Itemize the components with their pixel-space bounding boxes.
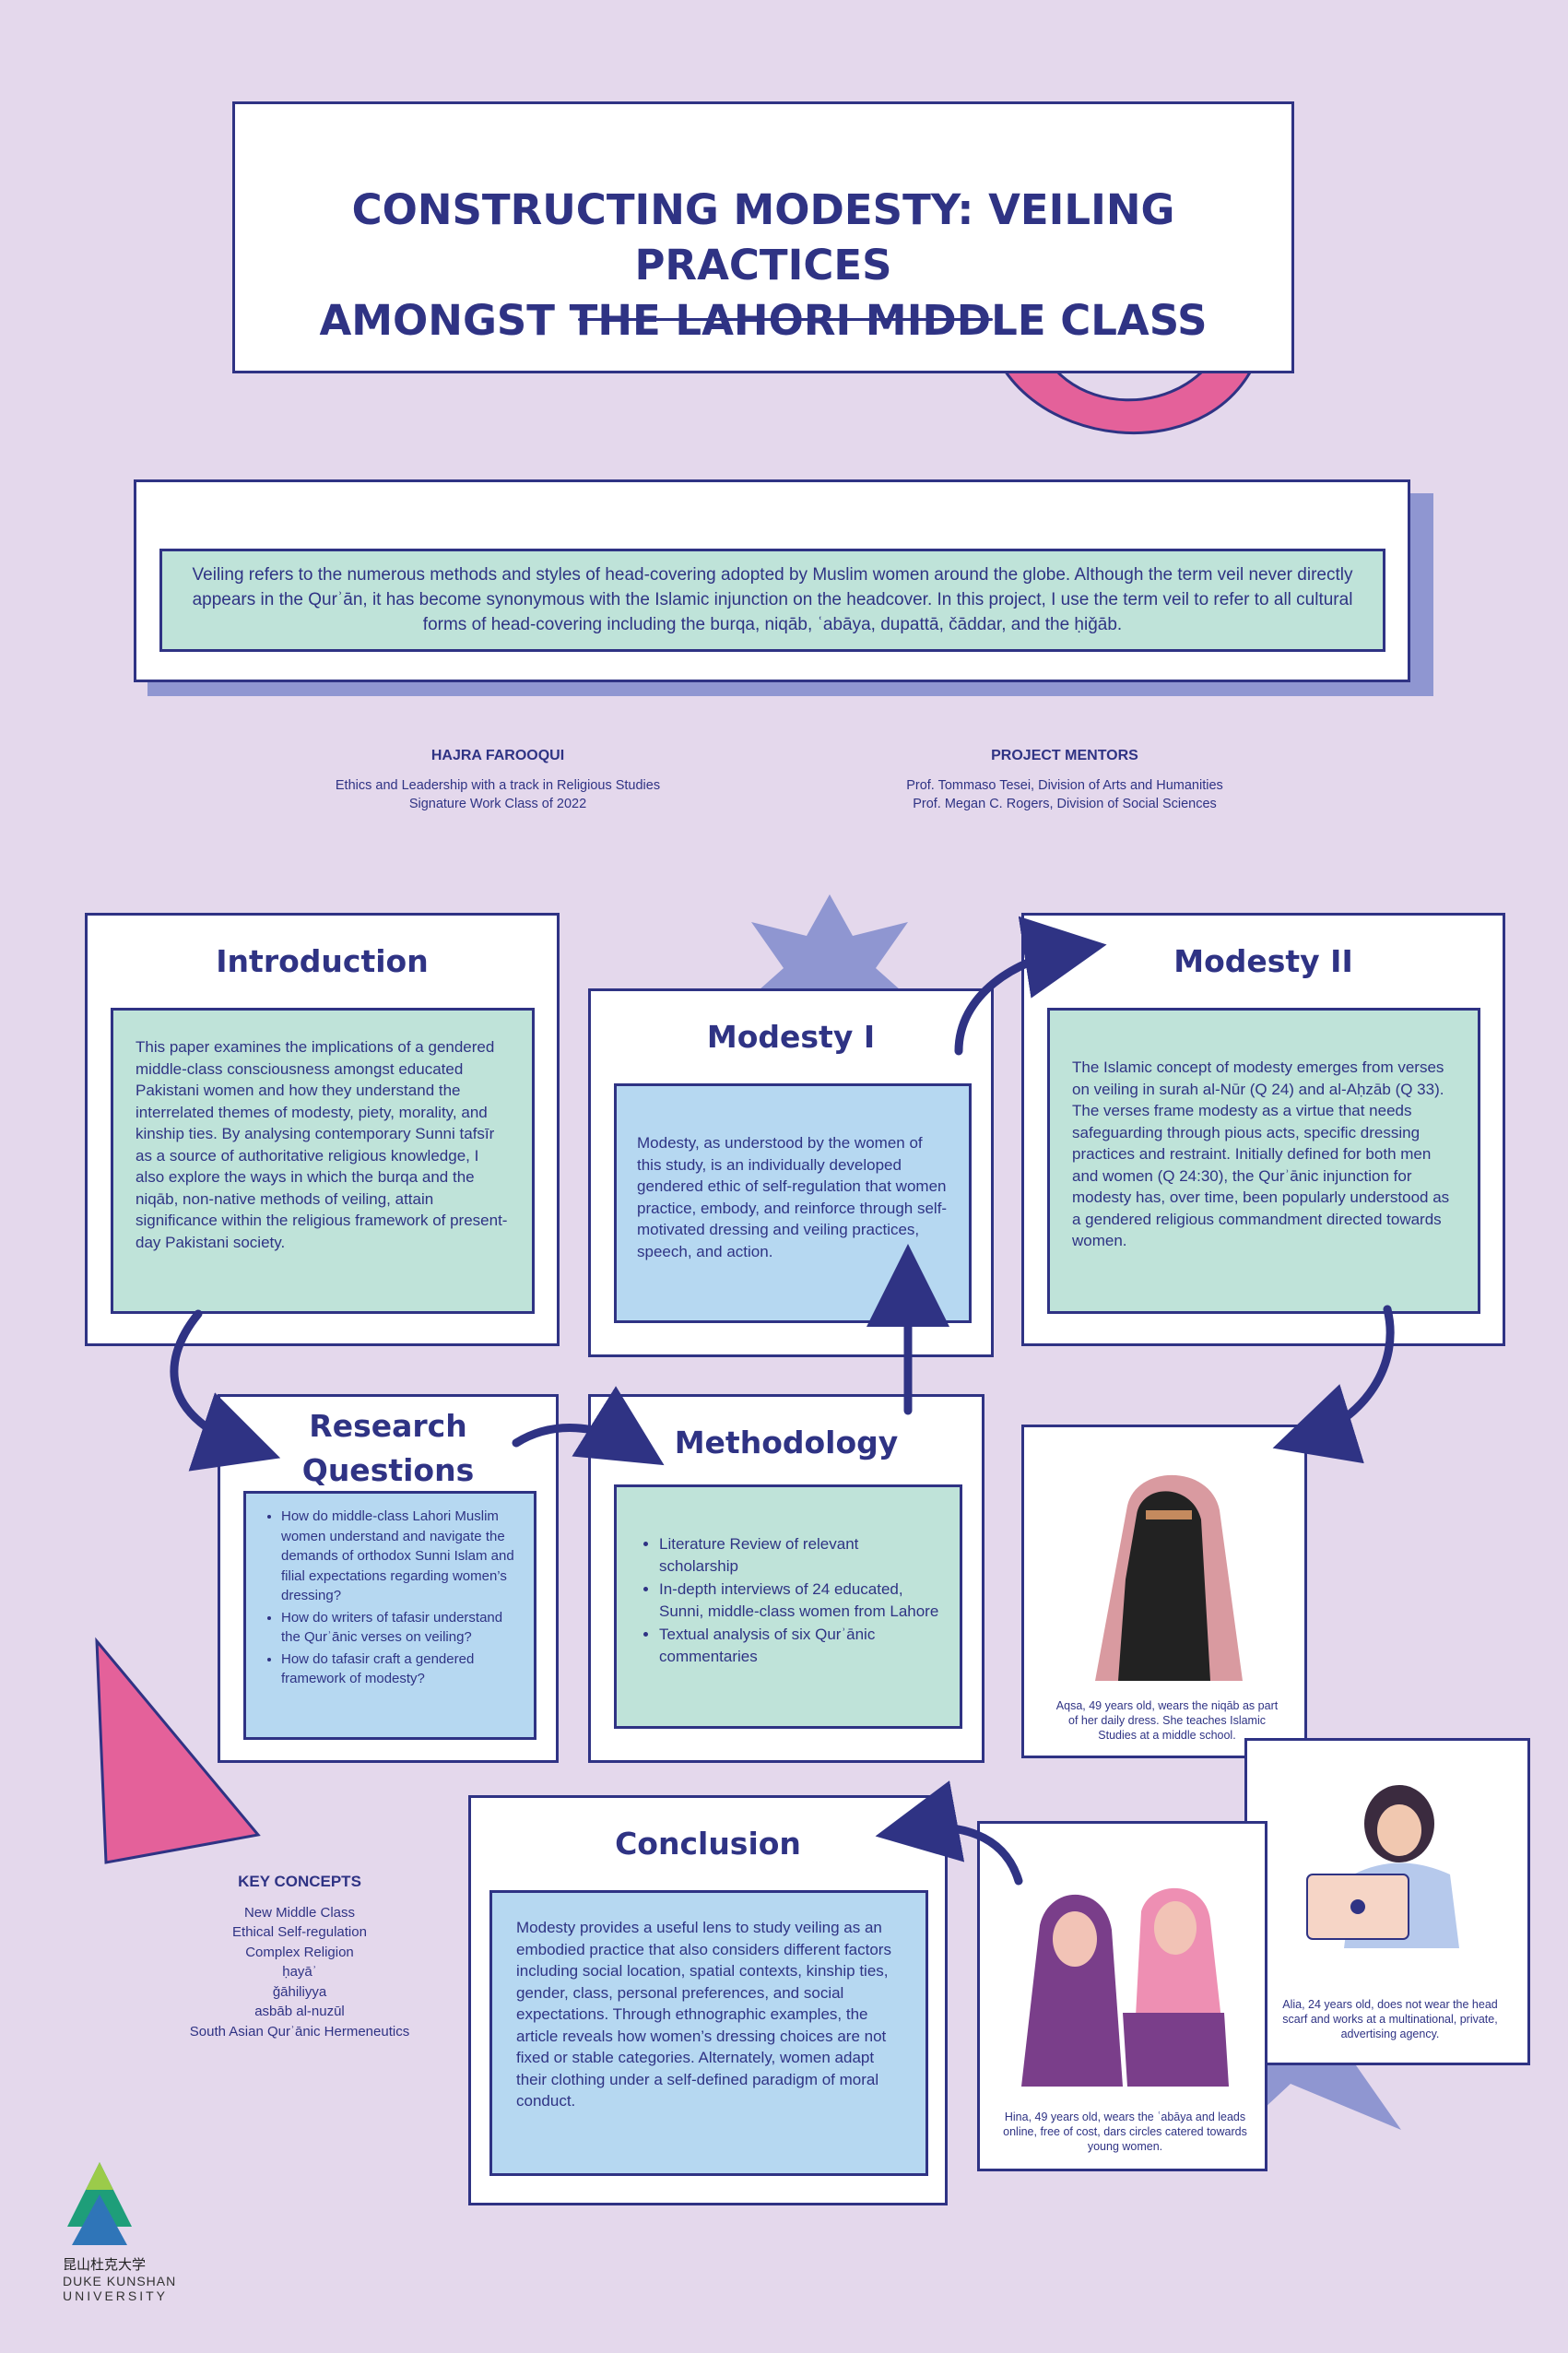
title-card: CONSTRUCTING MODESTY: VEILING PRACTICES … xyxy=(232,101,1294,373)
title-line-2: AMONGST THE LAHORI MIDDLE CLASS xyxy=(319,296,1208,345)
author-block: HAJRA FAROOQUI Ethics and Leadership wit… xyxy=(230,747,765,813)
introduction-text-box: This paper examines the implications of … xyxy=(111,1008,535,1314)
research-list: How do middle-class Lahori Muslim women … xyxy=(259,1507,521,1689)
methodology-list: Literature Review of relevant scholarshi… xyxy=(637,1533,939,1667)
research-text-box: How do middle-class Lahori Muslim women … xyxy=(243,1491,536,1740)
modesty1-text-box: Modesty, as understood by the women of t… xyxy=(614,1083,972,1323)
hina-photo-card: Hina, 49 years old, wears the ʿabāya and… xyxy=(977,1821,1267,2171)
conclusion-text: Modesty provides a useful lens to study … xyxy=(516,1919,891,2110)
alia-photo-card: Alia, 24 years old, does not wear the he… xyxy=(1244,1738,1530,2065)
methodology-item: Literature Review of relevant scholarshi… xyxy=(659,1533,939,1577)
mountain-logo-icon xyxy=(67,2162,132,2245)
aqsa-illustration xyxy=(1095,1474,1243,1681)
conclusion-heading: Conclusion xyxy=(615,1826,801,1862)
research-heading-line-1: Research xyxy=(309,1408,467,1444)
logo-line-2: UNIVERSITY xyxy=(63,2288,169,2303)
author-program: Ethics and Leadership with a track in Re… xyxy=(335,778,661,793)
alia-illustration xyxy=(1306,1785,1459,1948)
alia-caption: Alia, 24 years old, does not wear the he… xyxy=(1282,1998,1498,2040)
modesty2-text: The Islamic concept of modesty emerges f… xyxy=(1072,1058,1450,1249)
aqsa-photo-card: Aqsa, 49 years old, wears the niqāb as p… xyxy=(1021,1425,1307,1758)
modesty2-heading: Modesty II xyxy=(1173,943,1353,979)
methodology-item: Textual analysis of six Qurʾānic comment… xyxy=(659,1624,939,1667)
conclusion-text-box: Modesty provides a useful lens to study … xyxy=(489,1890,928,2176)
research-item: How do writers of tafasir understand the… xyxy=(281,1608,521,1648)
hina-illustration xyxy=(1021,1887,1229,2087)
key-concept-item: New Middle Class xyxy=(243,1904,356,1921)
research-heading: Research Questions xyxy=(220,1404,556,1493)
mentors-heading: PROJECT MENTORS xyxy=(991,748,1138,763)
mentors-block: PROJECT MENTORS Prof. Tommaso Tesei, Div… xyxy=(811,747,1318,813)
research-heading-line-2: Questions xyxy=(301,1452,475,1488)
page-title: CONSTRUCTING MODESTY: VEILING PRACTICES … xyxy=(235,183,1291,349)
key-concepts-heading: KEY CONCEPTS xyxy=(238,1873,361,1890)
methodology-item: In-depth interviews of 24 educated, Sunn… xyxy=(659,1579,939,1622)
intro-card: Veiling refers to the numerous methods a… xyxy=(134,479,1410,682)
title-line-1: CONSTRUCTING MODESTY: VEILING PRACTICES xyxy=(351,185,1175,290)
author-name: HAJRA FAROOQUI xyxy=(430,748,565,763)
star-decoration xyxy=(742,894,917,1005)
hina-caption: Hina, 49 years old, wears the ʿabāya and… xyxy=(1003,2111,1247,2153)
pink-triangle-decoration xyxy=(95,1637,261,1864)
key-concept-item: ǧāhiliyya xyxy=(272,1983,327,2000)
modesty1-heading: Modesty I xyxy=(706,1019,876,1055)
aqsa-caption: Aqsa, 49 years old, wears the niqāb as p… xyxy=(1055,1699,1279,1742)
logo-line-1: DUKE KUNSHAN xyxy=(63,2274,177,2288)
dku-logo: 昆山杜克大学 DUKE KUNSHAN UNIVERSITY xyxy=(63,2158,183,2303)
research-item: How do tafasir craft a gendered framewor… xyxy=(281,1649,521,1689)
methodology-card: Methodology Literature Review of relevan… xyxy=(588,1394,984,1763)
modesty2-card: Modesty II The Islamic concept of modest… xyxy=(1021,913,1505,1346)
title-underline xyxy=(578,318,993,321)
key-concept-item: ḥayāʾ xyxy=(282,1964,317,1980)
modesty1-card: Modesty I Modesty, as understood by the … xyxy=(588,988,994,1357)
intro-text: Veiling refers to the numerous methods a… xyxy=(192,565,1353,634)
author-class: Signature Work Class of 2022 xyxy=(408,797,587,811)
key-concept-item: Ethical Self-regulation xyxy=(232,1924,367,1940)
key-concept-item: South Asian Qurʾānic Hermeneutics xyxy=(189,2023,410,2040)
introduction-heading: Introduction xyxy=(216,943,429,979)
mentor-1: Prof. Tommaso Tesei, Division of Arts an… xyxy=(906,778,1223,793)
intro-text-box: Veiling refers to the numerous methods a… xyxy=(159,549,1385,652)
introduction-card: Introduction This paper examines the imp… xyxy=(85,913,560,1346)
methodology-heading: Methodology xyxy=(674,1425,899,1460)
modesty2-text-box: The Islamic concept of modesty emerges f… xyxy=(1047,1008,1480,1314)
key-concept-item: Complex Religion xyxy=(245,1944,354,1960)
research-card: Research Questions How do middle-class L… xyxy=(218,1394,559,1763)
methodology-text-box: Literature Review of relevant scholarshi… xyxy=(614,1484,962,1729)
research-item: How do middle-class Lahori Muslim women … xyxy=(281,1507,521,1606)
modesty1-text: Modesty, as understood by the women of t… xyxy=(637,1134,948,1260)
key-concept-item: asbāb al-nuzūl xyxy=(254,2004,345,2019)
conclusion-card: Conclusion Modesty provides a useful len… xyxy=(468,1795,948,2205)
key-concepts-block: KEY CONCEPTS New Middle Class Ethical Se… xyxy=(157,1872,442,2041)
introduction-text: This paper examines the implications of … xyxy=(136,1038,508,1251)
mentor-2: Prof. Megan C. Rogers, Division of Socia… xyxy=(913,797,1217,811)
logo-chinese-name: 昆山杜克大学 xyxy=(63,2256,147,2273)
